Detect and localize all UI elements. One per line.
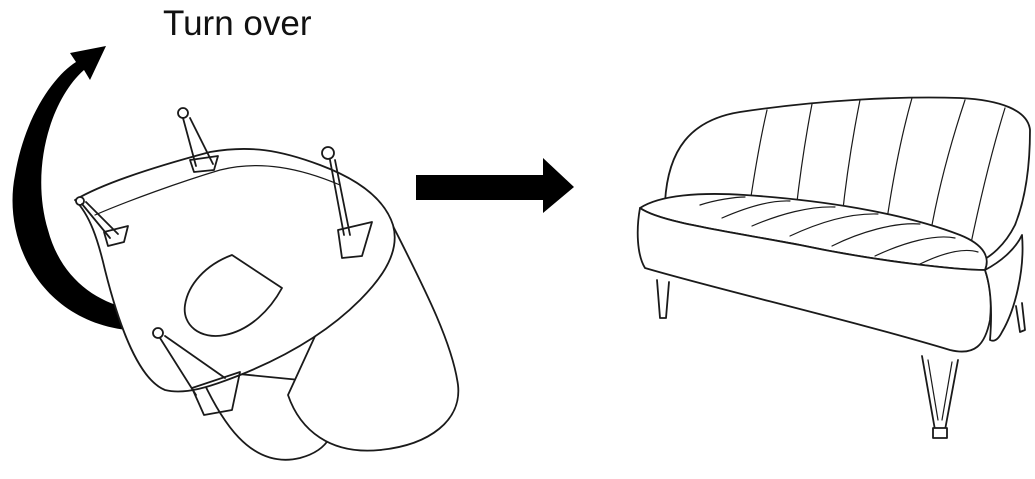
upright-sofa-illustration bbox=[636, 96, 1031, 439]
curved-rotate-arrow-icon bbox=[12, 46, 127, 330]
right-arrow-icon bbox=[416, 158, 574, 213]
sofa-leg bbox=[656, 279, 670, 319]
upside-down-sofa-illustration bbox=[74, 107, 460, 461]
sofa-leg-upturned bbox=[321, 146, 373, 259]
sofa-leg-upturned bbox=[152, 327, 241, 416]
turn-over-caption: Turn over bbox=[163, 4, 312, 43]
sofa-leg-upturned bbox=[177, 107, 219, 173]
sofa-leg bbox=[921, 355, 959, 439]
sofa-leg-upturned bbox=[75, 196, 129, 247]
sofa-leg bbox=[1015, 302, 1026, 333]
